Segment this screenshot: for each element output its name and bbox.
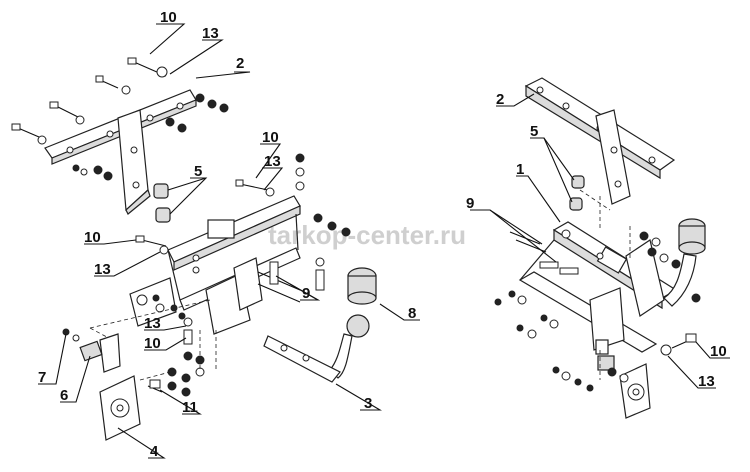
assembly-lines-right (579, 189, 631, 380)
callout-2-right: 2 (496, 91, 504, 108)
spacer-bushings-left (153, 183, 171, 223)
callout-13-low: 13 (144, 315, 161, 332)
tow-ball-neck (263, 314, 370, 383)
mounting-bracket-right (524, 77, 676, 205)
callout-6: 6 (60, 387, 68, 404)
callout-13-side: 13 (94, 261, 111, 278)
fasteners-right (494, 231, 701, 392)
left-assembly: 10 13 2 10 13 5 10 13 9 8 13 10 (11, 9, 420, 460)
callout-4: 4 (150, 443, 159, 460)
callout-8: 8 (408, 305, 416, 322)
callout-3: 3 (364, 395, 372, 412)
callout-13-mid: 13 (264, 153, 281, 170)
callout-10-side: 10 (84, 229, 101, 246)
callout-10-mid: 10 (262, 129, 279, 146)
callout-13-right: 13 (698, 373, 715, 390)
right-assembly: 2 5 1 9 10 13 (466, 77, 730, 419)
callout-10-top: 10 (160, 9, 177, 26)
callout-11: 11 (182, 399, 198, 416)
callout-7: 7 (38, 369, 46, 386)
watermark-text: tarkop-center.ru (268, 220, 466, 250)
tow-ball-right (663, 218, 706, 307)
spacer-bushings-right (569, 175, 585, 211)
callout-2-left: 2 (236, 55, 244, 72)
fasteners-left-crossbar (135, 153, 351, 397)
callout-1: 1 (516, 161, 524, 178)
callouts-left: 10 13 2 10 13 5 10 13 9 8 13 10 (38, 9, 420, 460)
callout-5-left: 5 (194, 163, 202, 180)
callout-13-top: 13 (202, 25, 219, 42)
socket-bracket-left (62, 328, 163, 441)
callout-10-low: 10 (144, 335, 161, 352)
callouts-right: 2 5 1 9 10 13 (466, 91, 730, 390)
callout-9-right: 9 (466, 195, 474, 212)
callout-5-right: 5 (530, 123, 538, 140)
bolts-left-bracket (11, 57, 229, 181)
mounting-bracket-left (44, 89, 197, 215)
callout-9-left: 9 (302, 285, 310, 302)
ball-cover-cap (347, 267, 377, 305)
callout-10-right: 10 (710, 343, 727, 360)
